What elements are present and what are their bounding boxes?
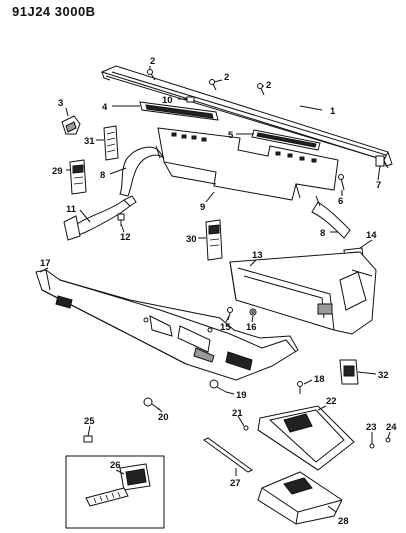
callout-2: 2 [150,56,155,67]
callout-31: 31 [84,136,95,147]
callout-12: 12 [120,232,131,243]
diagram-code: 91J24 3000B [12,4,96,19]
callout-2: 2 [266,80,271,91]
callout-28: 28 [338,516,349,527]
callout-19: 19 [236,390,247,401]
callout-17: 17 [40,258,51,269]
callout-22: 22 [326,396,337,407]
part-7-clip [375,155,389,169]
part-9-defroster-duct [157,127,339,201]
callout-labels: 1 2 2 2 3 4 5 6 7 8 8 9 10 11 12 13 14 1… [40,56,397,527]
part-11-hose [63,195,137,241]
callout-1: 1 [330,106,336,117]
part-18-screw [297,381,303,394]
callout-13: 13 [252,250,263,261]
callout-6: 6 [338,196,343,207]
callout-14: 14 [366,230,377,241]
callout-25: 25 [84,416,95,427]
part-6-screw [338,174,345,191]
leader-lines [39,66,391,513]
callout-7: 7 [376,180,381,191]
part-2-screws [147,69,265,96]
part-4-grille [139,101,219,121]
callout-23: 23 [366,422,377,433]
callout-11: 11 [66,204,77,215]
callout-15: 15 [220,322,231,333]
part-10-fastener [186,96,195,103]
part-27-strip [203,437,253,473]
callout-24: 24 [386,422,397,433]
part-19-bolt [209,379,227,393]
part-8-right-hose [311,195,351,239]
part-30-vent [205,219,223,261]
callout-29: 29 [52,166,63,177]
callout-21: 21 [232,408,243,419]
part-13-cluster-bezel [229,251,377,335]
part-15-screw [227,307,233,321]
part-3-clip [61,115,81,135]
callout-3: 3 [58,98,63,109]
callout-27: 27 [230,478,241,489]
part-5-defroster-grille [251,129,321,151]
part-12-fastener [117,213,125,226]
part-22-glovebox-door [257,405,355,471]
part-1-dash-pad-strip [100,65,393,167]
part-31-vent [103,125,119,161]
callout-5: 5 [228,130,234,141]
part-16-screw [249,308,257,316]
callout-20: 20 [158,412,169,423]
callout-4: 4 [102,102,108,113]
part-8-left-hose [119,145,165,197]
part-24-fastener [385,437,391,443]
part-32-switch-bezel [339,359,359,385]
part-23-fastener [369,443,375,449]
callout-16: 16 [246,322,257,333]
part-17-lower-panel [35,269,299,381]
part-25-clip [83,435,93,443]
callout-26: 26 [110,460,121,471]
callout-2: 2 [224,72,229,83]
part-28-glovebox-bin [257,471,343,525]
part-20-bolt [143,397,161,411]
callout-32: 32 [378,370,389,381]
callout-18: 18 [314,374,325,385]
part-26-inset [65,455,165,529]
callout-30: 30 [186,234,197,245]
callout-9: 9 [200,202,205,213]
callout-10: 10 [162,95,173,106]
part-29-vent [69,159,87,195]
part-21-screw [243,425,249,431]
callout-8: 8 [320,228,325,239]
callout-8: 8 [100,170,105,181]
